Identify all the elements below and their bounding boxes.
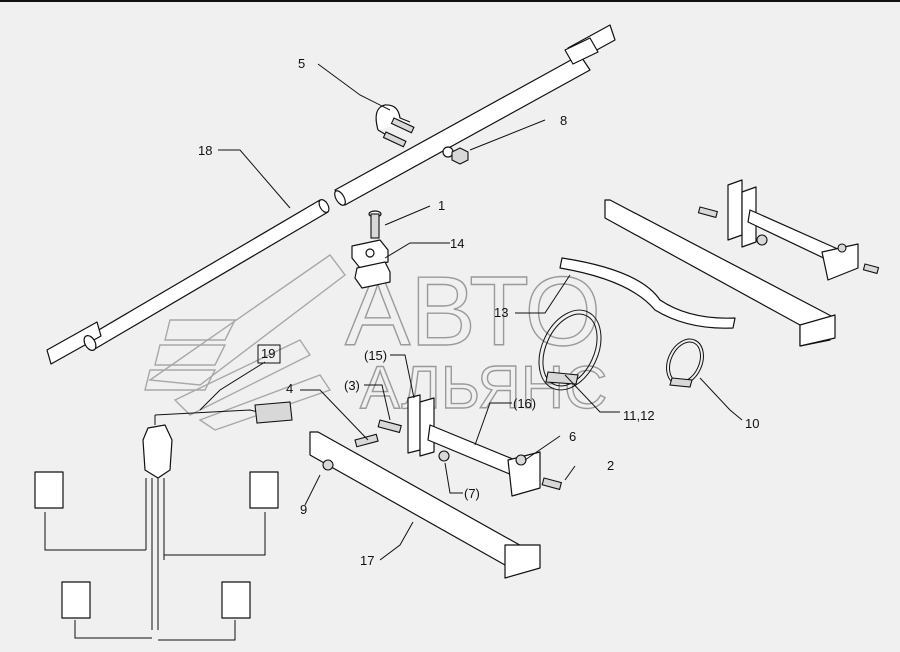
callout-10: 10 (745, 416, 759, 431)
part-17-bar (309, 431, 541, 579)
callout-14: 14 (450, 236, 464, 251)
part-5-tube (334, 24, 616, 206)
callout-3: (3) (344, 378, 360, 393)
callout-4: 4 (286, 381, 293, 396)
part-13-bent-bar (559, 257, 736, 329)
nut-8 (442, 146, 469, 165)
callout-19-box (257, 344, 281, 364)
callout-15: (15) (364, 348, 387, 363)
callout-8: 8 (560, 113, 567, 128)
callout-19: 19 (261, 346, 275, 361)
callout-16: (16) (513, 396, 536, 411)
callout-13: 13 (494, 305, 508, 320)
callout-1: 1 (438, 198, 445, 213)
callout-9: 9 (300, 502, 307, 517)
callout-7: (7) (464, 486, 480, 501)
callout-11-12: 11,12 (623, 408, 655, 423)
callout-6: 6 (569, 429, 576, 444)
upper-right-frame (604, 179, 880, 347)
bolt-1 (368, 210, 382, 239)
callout-18: 18 (198, 143, 212, 158)
u-bolt (375, 104, 415, 148)
middle-frame (354, 394, 563, 497)
watermark-text-2: АЛЬЯНС (360, 354, 607, 421)
callout-2: 2 (607, 458, 614, 473)
clamp-14 (351, 239, 391, 289)
callout-5: 5 (298, 56, 305, 71)
watermark-logo (144, 254, 346, 431)
light-harness (34, 401, 293, 641)
callout-17: 17 (360, 553, 374, 568)
part-18-tube (46, 199, 330, 365)
leader-lines (199, 63, 743, 561)
